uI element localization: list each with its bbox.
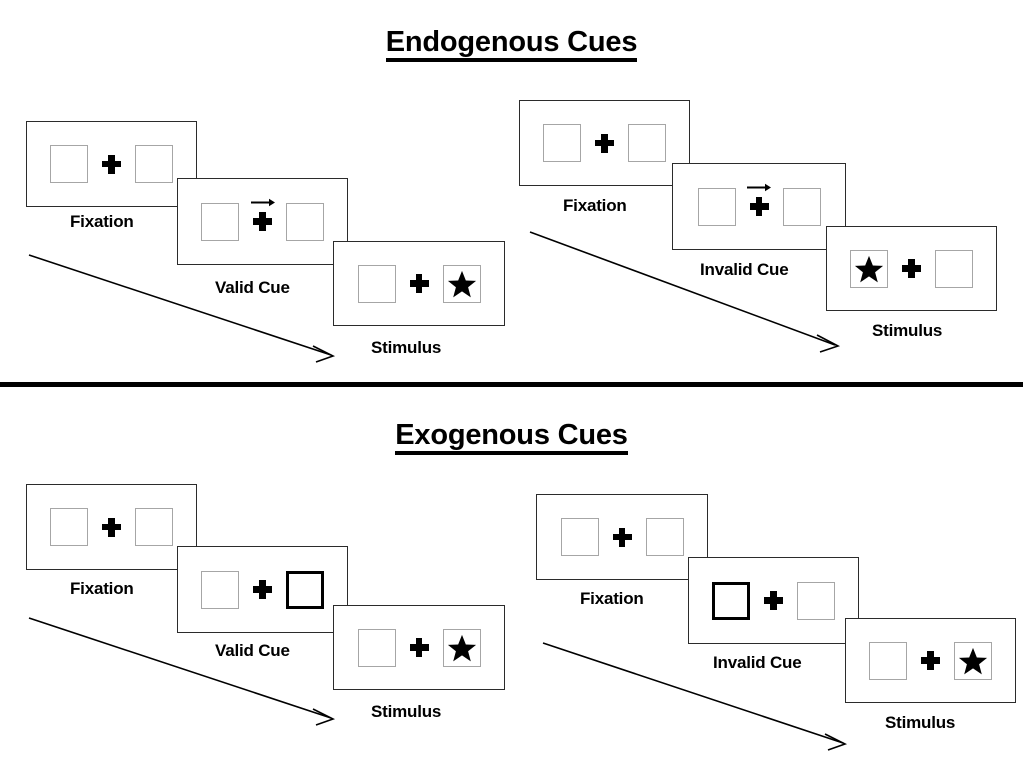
cue-arrow-right-icon: [250, 198, 275, 207]
right-stimulus-box: [135, 508, 173, 546]
frame-label-cue: Valid Cue: [215, 641, 290, 660]
section-heading-exogenous: Exogenous Cues: [0, 419, 1023, 456]
fixation-cross-icon: [747, 183, 771, 216]
right-stimulus-box: [935, 249, 973, 288]
progression-arrow: [28, 254, 336, 363]
trial-frame-stimulus: [826, 226, 997, 311]
frame-label-stimulus: Stimulus: [885, 713, 956, 732]
frame-label-fixation: Fixation: [580, 589, 644, 608]
left-stimulus-box: [50, 508, 88, 546]
progression-arrow: [28, 617, 336, 726]
left-stimulus-box: [560, 518, 599, 556]
right-stimulus-box: [782, 187, 821, 226]
frame-label-stimulus: Stimulus: [371, 702, 442, 721]
right-stimulus-box: [797, 581, 835, 620]
section-divider: [0, 382, 1023, 387]
left-stimulus-box: [850, 249, 888, 288]
right-stimulus-box: [442, 264, 481, 303]
progression-arrow: [529, 231, 841, 353]
frame-label-cue: Invalid Cue: [700, 260, 789, 279]
fixation-cross-icon: [595, 133, 614, 153]
right-stimulus-box: [442, 628, 481, 667]
fixation-cross-icon: [250, 198, 275, 231]
fixation-cross-icon: [102, 517, 121, 537]
frame-label-fixation: Fixation: [563, 196, 627, 215]
section-heading-exogenous-text: Exogenous Cues: [395, 420, 628, 456]
fixation-cross-icon: [902, 259, 921, 278]
left-stimulus-box: [201, 202, 239, 241]
left-stimulus-box: [50, 145, 88, 183]
fixation-cross-icon: [409, 274, 429, 293]
trial-frame-fixation: [26, 121, 197, 207]
trial-frame-stimulus: [333, 605, 505, 690]
fixation-cross-icon: [102, 154, 121, 174]
cue-arrow-right-icon: [747, 183, 771, 192]
frame-label-fixation: Fixation: [70, 212, 134, 231]
trial-frame-stimulus: [333, 241, 505, 326]
fixation-cross-icon: [764, 591, 783, 610]
fixation-cross-icon: [921, 651, 940, 670]
left-stimulus-box-cued: [712, 581, 750, 620]
fixation-cross-icon: [409, 638, 429, 657]
right-stimulus-box-cued: [286, 570, 324, 609]
left-stimulus-box: [357, 628, 396, 667]
left-stimulus-box: [869, 641, 907, 680]
right-stimulus-box: [954, 641, 992, 680]
right-stimulus-box: [135, 145, 173, 183]
left-stimulus-box: [543, 124, 581, 162]
trial-frame-fixation: [26, 484, 197, 570]
right-stimulus-box: [628, 124, 666, 162]
right-stimulus-box: [286, 202, 324, 241]
frame-label-stimulus: Stimulus: [371, 338, 442, 357]
left-stimulus-box: [697, 187, 736, 226]
trial-frame-stimulus: [845, 618, 1016, 703]
frame-label-cue: Invalid Cue: [713, 653, 802, 672]
section-heading-endogenous: Endogenous Cues: [0, 26, 1023, 63]
trial-frame-fixation: [519, 100, 690, 186]
trial-frame-cue: [672, 163, 846, 250]
right-stimulus-box: [645, 518, 684, 556]
trial-frame-cue: [177, 178, 348, 265]
section-heading-endogenous-text: Endogenous Cues: [385, 27, 637, 63]
trial-frame-cue: [177, 546, 348, 633]
progression-arrow: [542, 642, 848, 751]
trial-frame-cue: [688, 557, 859, 644]
frame-label-fixation: Fixation: [70, 579, 134, 598]
star-icon: [447, 634, 476, 661]
fixation-cross-icon: [253, 580, 272, 599]
star-icon: [854, 255, 884, 282]
star-icon: [447, 270, 476, 297]
trial-frame-fixation: [536, 494, 708, 580]
left-stimulus-box: [357, 264, 396, 303]
left-stimulus-box: [201, 570, 239, 609]
frame-label-cue: Valid Cue: [215, 278, 290, 297]
frame-label-stimulus: Stimulus: [872, 321, 943, 340]
star-icon: [958, 647, 988, 674]
fixation-cross-icon: [612, 527, 632, 547]
